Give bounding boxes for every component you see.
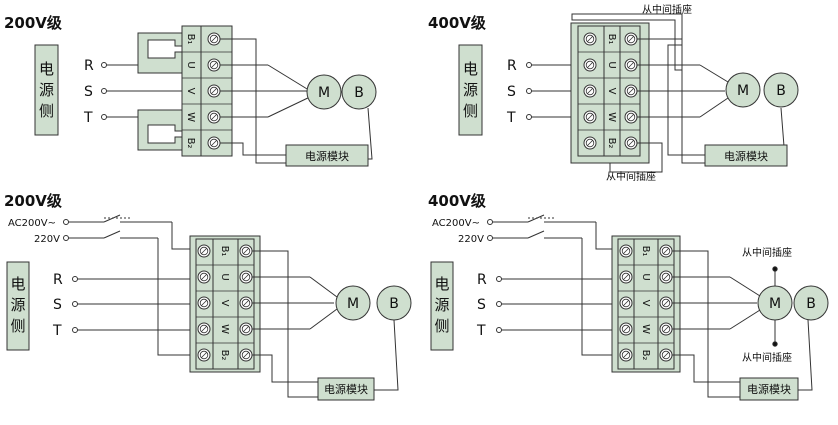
terminal-label: V [185,88,196,95]
phase-label-s: S [477,297,486,313]
terminal-label: B₁ [640,246,651,257]
phase-label-s: S [84,84,93,100]
terminal-label: B₁ [219,246,230,257]
panel-title: 200V级 [4,14,63,32]
phase-label-r: R [507,58,517,74]
power-side-char: 源 [463,81,478,99]
power-side-char: 侧 [39,102,54,120]
terminal-label: B₁ [185,34,196,45]
terminal-label: V [640,300,651,307]
terminal-label: W [185,112,196,122]
power-module-label: 电源模块 [747,382,791,396]
terminal-label: V [219,300,230,307]
terminal-label: V [606,88,617,95]
power-side-box [430,261,454,351]
phase-label-r: R [84,58,94,74]
power-module [285,144,369,167]
power-side-char: 源 [39,81,54,99]
terminal-label: B₂ [219,350,230,361]
phase-label-t: T [52,323,62,339]
brake-symbol [341,74,377,110]
power-side-box [34,44,59,136]
power-side-char: 电 [434,275,449,293]
power-module-label: 电源模块 [324,382,368,396]
terminal-label: W [606,112,617,122]
panel-title: 400V级 [428,192,487,210]
terminal-label: B₁ [606,34,617,45]
terminal-label: W [640,324,651,334]
terminal-label: W [219,324,230,334]
motor-symbol [306,74,342,110]
motor-label: M [737,83,749,99]
power-side-char: 电 [463,60,478,78]
phase-label-r: R [53,272,63,288]
power-side-char: 源 [434,296,449,314]
panel-400v-top: 400V级 从中间插座 从中间插座 电 源 侧 R S T B₁ [428,3,799,183]
phase-label-t: T [83,110,93,126]
motor-symbol [757,285,793,321]
motor-label: M [318,85,330,101]
power-module-label: 电源模块 [724,149,768,163]
terminal-label: U [640,273,651,280]
power-side-char: 源 [10,296,25,314]
power-module [317,377,375,401]
terminal-label: U [606,61,617,68]
panel-title: 400V级 [428,14,487,32]
power-side-char: 侧 [10,317,25,335]
power-side-box [458,44,483,136]
panel-200v-top: 200V级 电 源 侧 R S T [4,14,377,167]
supply-ac-label: AC200V~ [432,218,480,229]
brake-label: B [354,85,364,101]
supply-220-label: 220V [458,234,484,245]
power-module [704,144,788,167]
power-module-label: 电源模块 [305,149,349,163]
supply-ac-label: AC200V~ [8,218,56,229]
motor-label: M [769,296,781,312]
power-side-char: 电 [10,275,25,293]
terminal-label: U [219,273,230,280]
note-bottom: 从中间插座 [606,170,656,183]
panel-title: 200V级 [4,192,63,210]
note-bottom: 从中间插座 [742,351,792,364]
power-module [739,377,799,401]
power-side-char: 侧 [434,317,449,335]
phase-label-s: S [507,84,516,100]
note-top: 从中间插座 [642,3,692,16]
note-top: 从中间插座 [742,246,792,259]
brake-symbol [376,285,412,321]
power-side-box [6,261,30,351]
power-side-char: 电 [39,60,54,78]
brake-symbol [763,72,799,108]
panel-400v-bottom: 400V级 AC200V~ 220V 电 源 侧 R S T [428,192,829,401]
terminal-label: B₂ [640,350,651,361]
power-side-char: 侧 [463,102,478,120]
phase-label-r: R [477,272,487,288]
phase-label-s: S [53,297,62,313]
terminal-label: B₂ [606,138,617,149]
motor-label: M [347,296,359,312]
phase-label-t: T [506,110,516,126]
terminal-label: B₂ [185,138,196,149]
motor-symbol [335,285,371,321]
brake-label: B [389,296,399,312]
terminal-label: U [185,61,196,68]
supply-220-label: 220V [34,234,60,245]
brake-label: B [776,83,786,99]
brake-symbol [793,285,829,321]
panel-200v-bottom: 200V级 AC200V~ 220V 电 源 侧 R S T [4,192,412,401]
brake-label: B [806,296,816,312]
motor-symbol [725,72,761,108]
phase-label-t: T [476,323,486,339]
